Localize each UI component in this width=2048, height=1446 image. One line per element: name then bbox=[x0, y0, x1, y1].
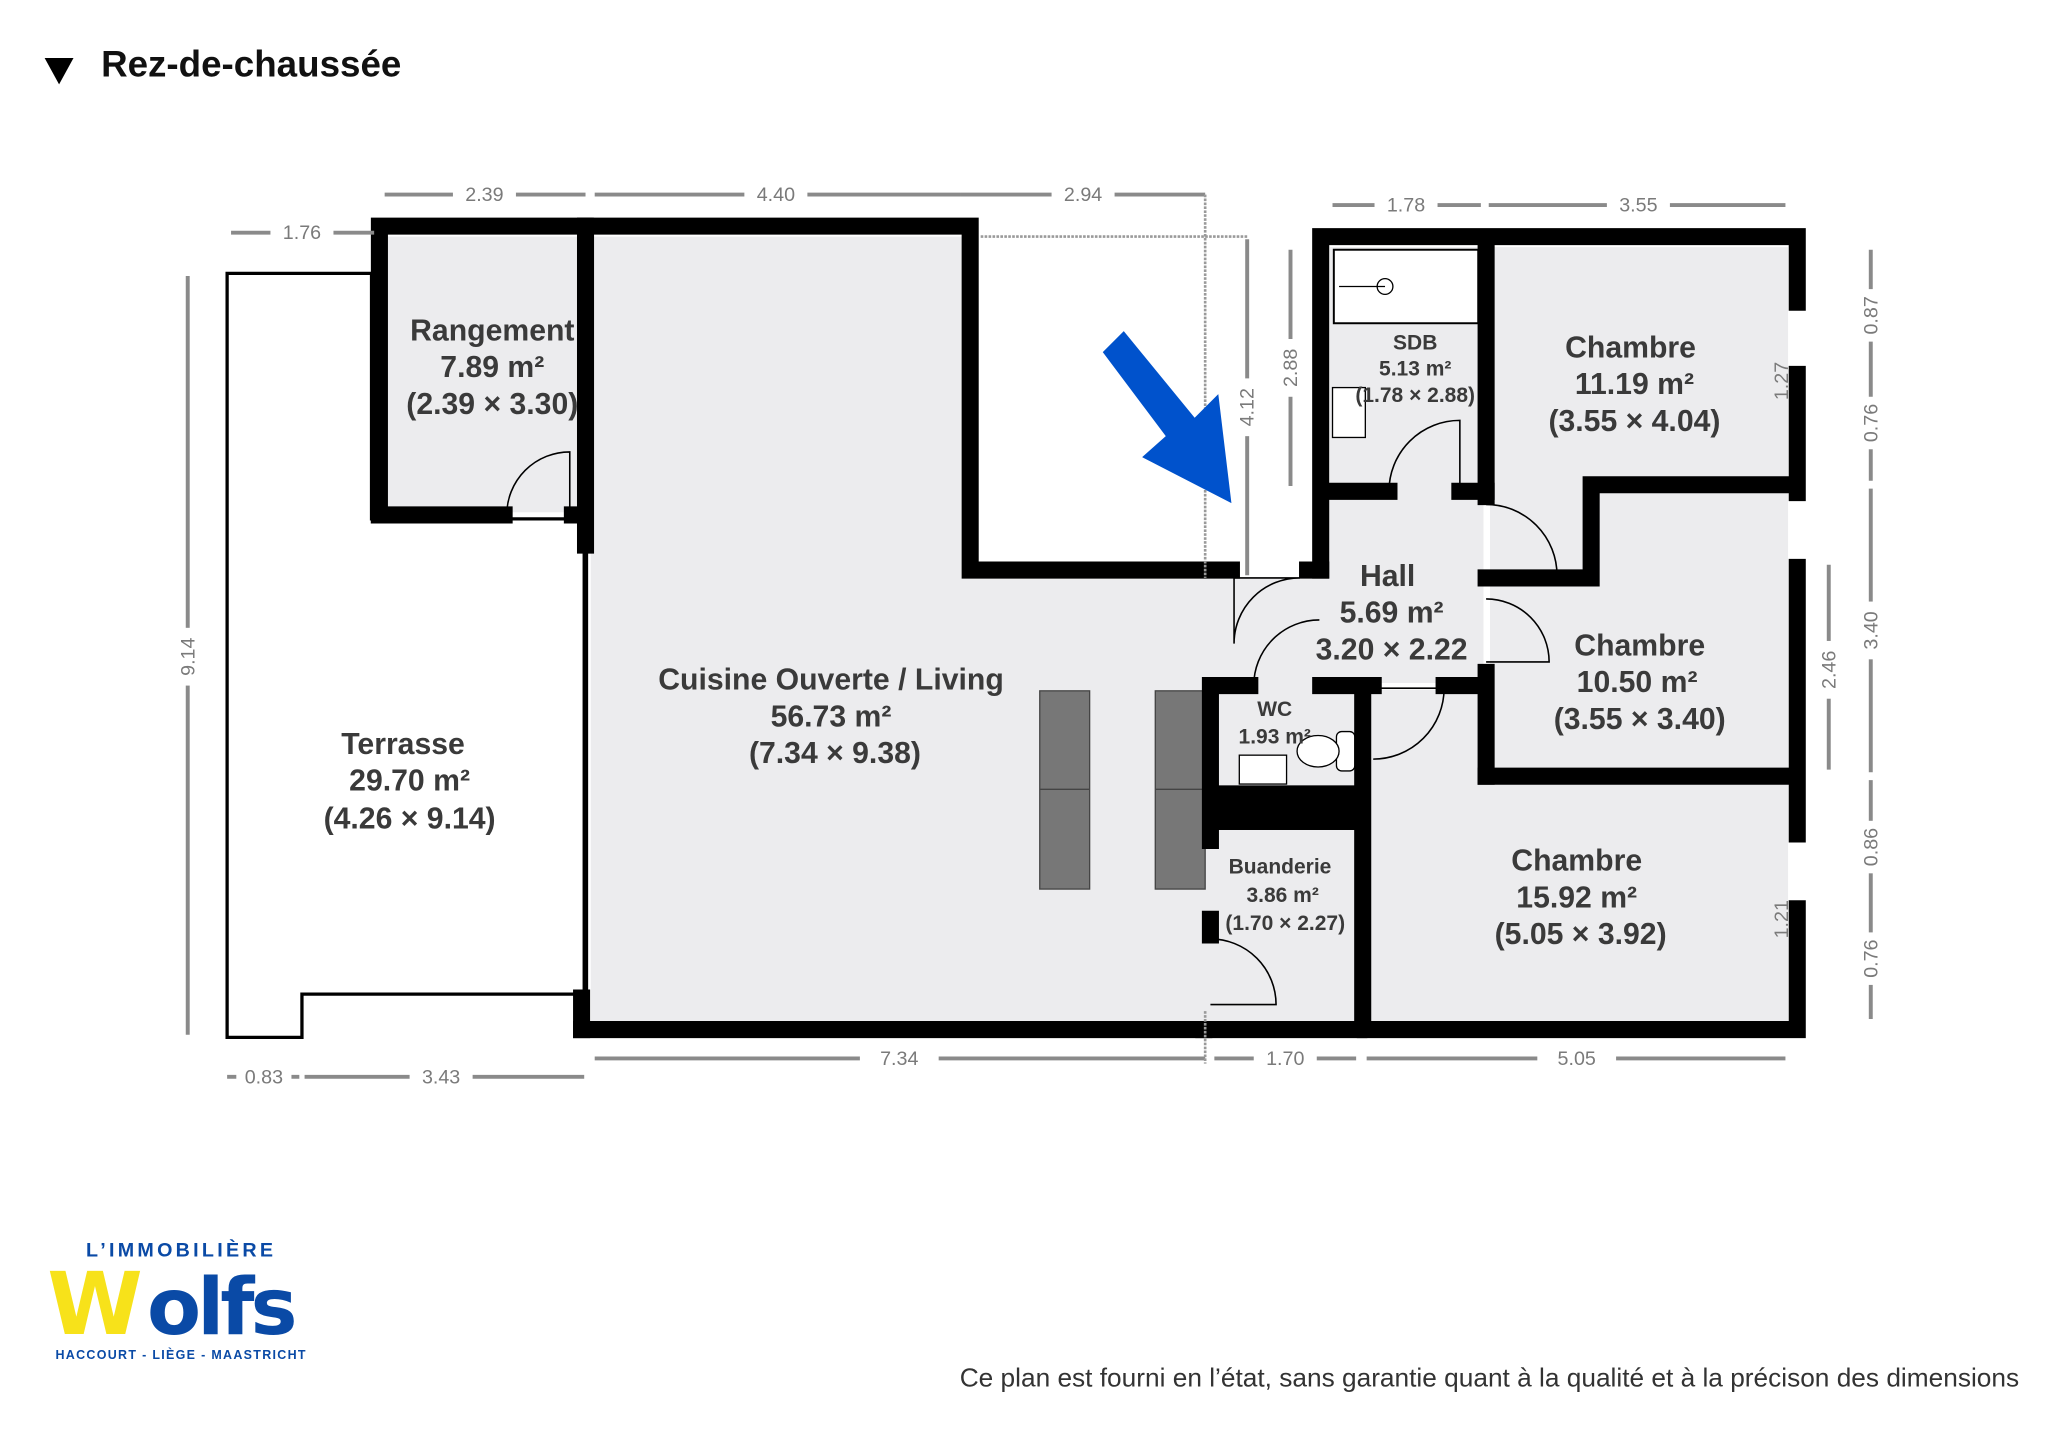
dim-label: 2.39 bbox=[465, 184, 503, 206]
room-rangement: Rangement 7.89 m² (2.39 × 3.30) bbox=[406, 314, 578, 421]
room-dims: 3.20 × 2.22 bbox=[1316, 633, 1468, 666]
dim-label: 1.70 bbox=[1266, 1048, 1304, 1070]
room-wc: WC 1.93 m² bbox=[1239, 698, 1311, 749]
dim-label: 7.34 bbox=[880, 1048, 918, 1070]
walls bbox=[370, 217, 1806, 1039]
room-dims: (1.78 × 2.88) bbox=[1355, 384, 1475, 407]
room-name: Chambre bbox=[1511, 845, 1642, 878]
dim-label: 3.40 bbox=[1860, 611, 1882, 649]
room-dims: (4.26 × 9.14) bbox=[324, 803, 496, 836]
room-dims: (1.70 × 2.27) bbox=[1225, 912, 1345, 935]
room-dims: (2.39 × 3.30) bbox=[406, 388, 578, 421]
logo-top-text: L’IMMOBILIÈRE bbox=[86, 1239, 276, 1262]
room-area: 56.73 m² bbox=[771, 700, 892, 733]
room-name: Cuisine Ouverte / Living bbox=[658, 664, 1004, 697]
arrow-annotation-icon bbox=[1102, 331, 1232, 504]
dim-label: 3.55 bbox=[1619, 195, 1657, 217]
logo-bottom-text: HACCOURT - LIÈGE - MAASTRICHT bbox=[55, 1347, 306, 1362]
dim-label: 4.40 bbox=[757, 184, 795, 206]
wc-sink-icon bbox=[1238, 754, 1288, 785]
dim-label: 2.46 bbox=[1818, 651, 1840, 689]
room-terrasse: Terrasse 29.70 m² (4.26 × 9.14) bbox=[324, 728, 496, 836]
room-hall: Hall 5.69 m² 3.20 × 2.22 bbox=[1316, 560, 1468, 667]
room-name: Terrasse bbox=[341, 728, 465, 761]
room-name: Chambre bbox=[1565, 331, 1696, 364]
dim-label: 3.43 bbox=[422, 1066, 460, 1088]
dim-label: 1.27 bbox=[1771, 362, 1793, 400]
dim-label: 0.76 bbox=[1860, 939, 1882, 977]
dim-label: 2.94 bbox=[1064, 184, 1102, 206]
room-dims: (3.55 × 3.40) bbox=[1554, 703, 1726, 736]
technical-shaft bbox=[1207, 785, 1359, 830]
room-area: 1.93 m² bbox=[1239, 725, 1311, 748]
triangle-down-icon[interactable] bbox=[44, 58, 74, 85]
room-chambre-2: Chambre 10.50 m² (3.55 × 3.40) bbox=[1554, 629, 1726, 736]
room-name: Chambre bbox=[1574, 629, 1705, 662]
room-name: Rangement bbox=[410, 314, 574, 347]
room-name: SDB bbox=[1393, 332, 1437, 355]
dim-label: 4.12 bbox=[1237, 388, 1259, 426]
room-area: 11.19 m² bbox=[1575, 368, 1694, 401]
dim-label: 2.88 bbox=[1280, 349, 1302, 387]
room-dims: (7.34 × 9.38) bbox=[749, 737, 921, 770]
room-area: 5.69 m² bbox=[1340, 597, 1444, 630]
floor-title: Rez-de-chaussée bbox=[101, 43, 401, 84]
logo-w: W bbox=[47, 1255, 143, 1355]
dim-label: 1.21 bbox=[1771, 900, 1793, 938]
dimension-labels: 1.76 2.39 4.40 2.94 1.78 3.55 9.14 4.12 … bbox=[173, 181, 1883, 1090]
dim-label: 9.14 bbox=[177, 637, 199, 675]
dim-label: 0.76 bbox=[1860, 404, 1882, 442]
room-area: 15.92 m² bbox=[1516, 881, 1637, 914]
room-name: Buanderie bbox=[1229, 855, 1332, 878]
disclaimer: Ce plan est fourni en l’état, sans garan… bbox=[960, 1363, 2019, 1393]
room-buanderie: Buanderie 3.86 m² (1.70 × 2.27) bbox=[1225, 855, 1345, 934]
dim-label: 0.87 bbox=[1860, 296, 1882, 334]
logo: L’IMMOBILIÈRE W olfs HACCOURT - LIÈGE - … bbox=[47, 1239, 306, 1362]
shower bbox=[1332, 248, 1480, 325]
logo-olfs: olfs bbox=[147, 1261, 295, 1353]
room-sdb: SDB 5.13 m² (1.78 × 2.88) bbox=[1355, 332, 1475, 408]
dim-label: 0.86 bbox=[1860, 828, 1882, 866]
room-area: 29.70 m² bbox=[349, 765, 470, 798]
dim-label: 5.05 bbox=[1558, 1048, 1596, 1070]
room-dims: (3.55 × 4.04) bbox=[1548, 405, 1720, 438]
sink-icon bbox=[1331, 386, 1366, 439]
room-name: Hall bbox=[1360, 560, 1415, 593]
room-area: 5.13 m² bbox=[1379, 358, 1451, 381]
room-area: 10.50 m² bbox=[1577, 666, 1698, 699]
dim-label: 0.83 bbox=[245, 1066, 283, 1088]
dim-label: 1.76 bbox=[283, 222, 321, 244]
doors bbox=[505, 419, 1558, 1006]
dim-label: 1.78 bbox=[1387, 195, 1425, 217]
room-area: 3.86 m² bbox=[1246, 884, 1318, 907]
room-name: WC bbox=[1257, 698, 1292, 721]
room-dims: (5.05 × 3.92) bbox=[1495, 918, 1667, 951]
room-living: Cuisine Ouverte / Living 56.73 m² (7.34 … bbox=[658, 664, 1004, 771]
room-chambre-3: Chambre 15.92 m² (5.05 × 3.92) bbox=[1495, 845, 1667, 952]
room-area: 7.89 m² bbox=[440, 351, 544, 384]
room-chambre-1: Chambre 11.19 m² (3.55 × 4.04) bbox=[1548, 331, 1720, 438]
